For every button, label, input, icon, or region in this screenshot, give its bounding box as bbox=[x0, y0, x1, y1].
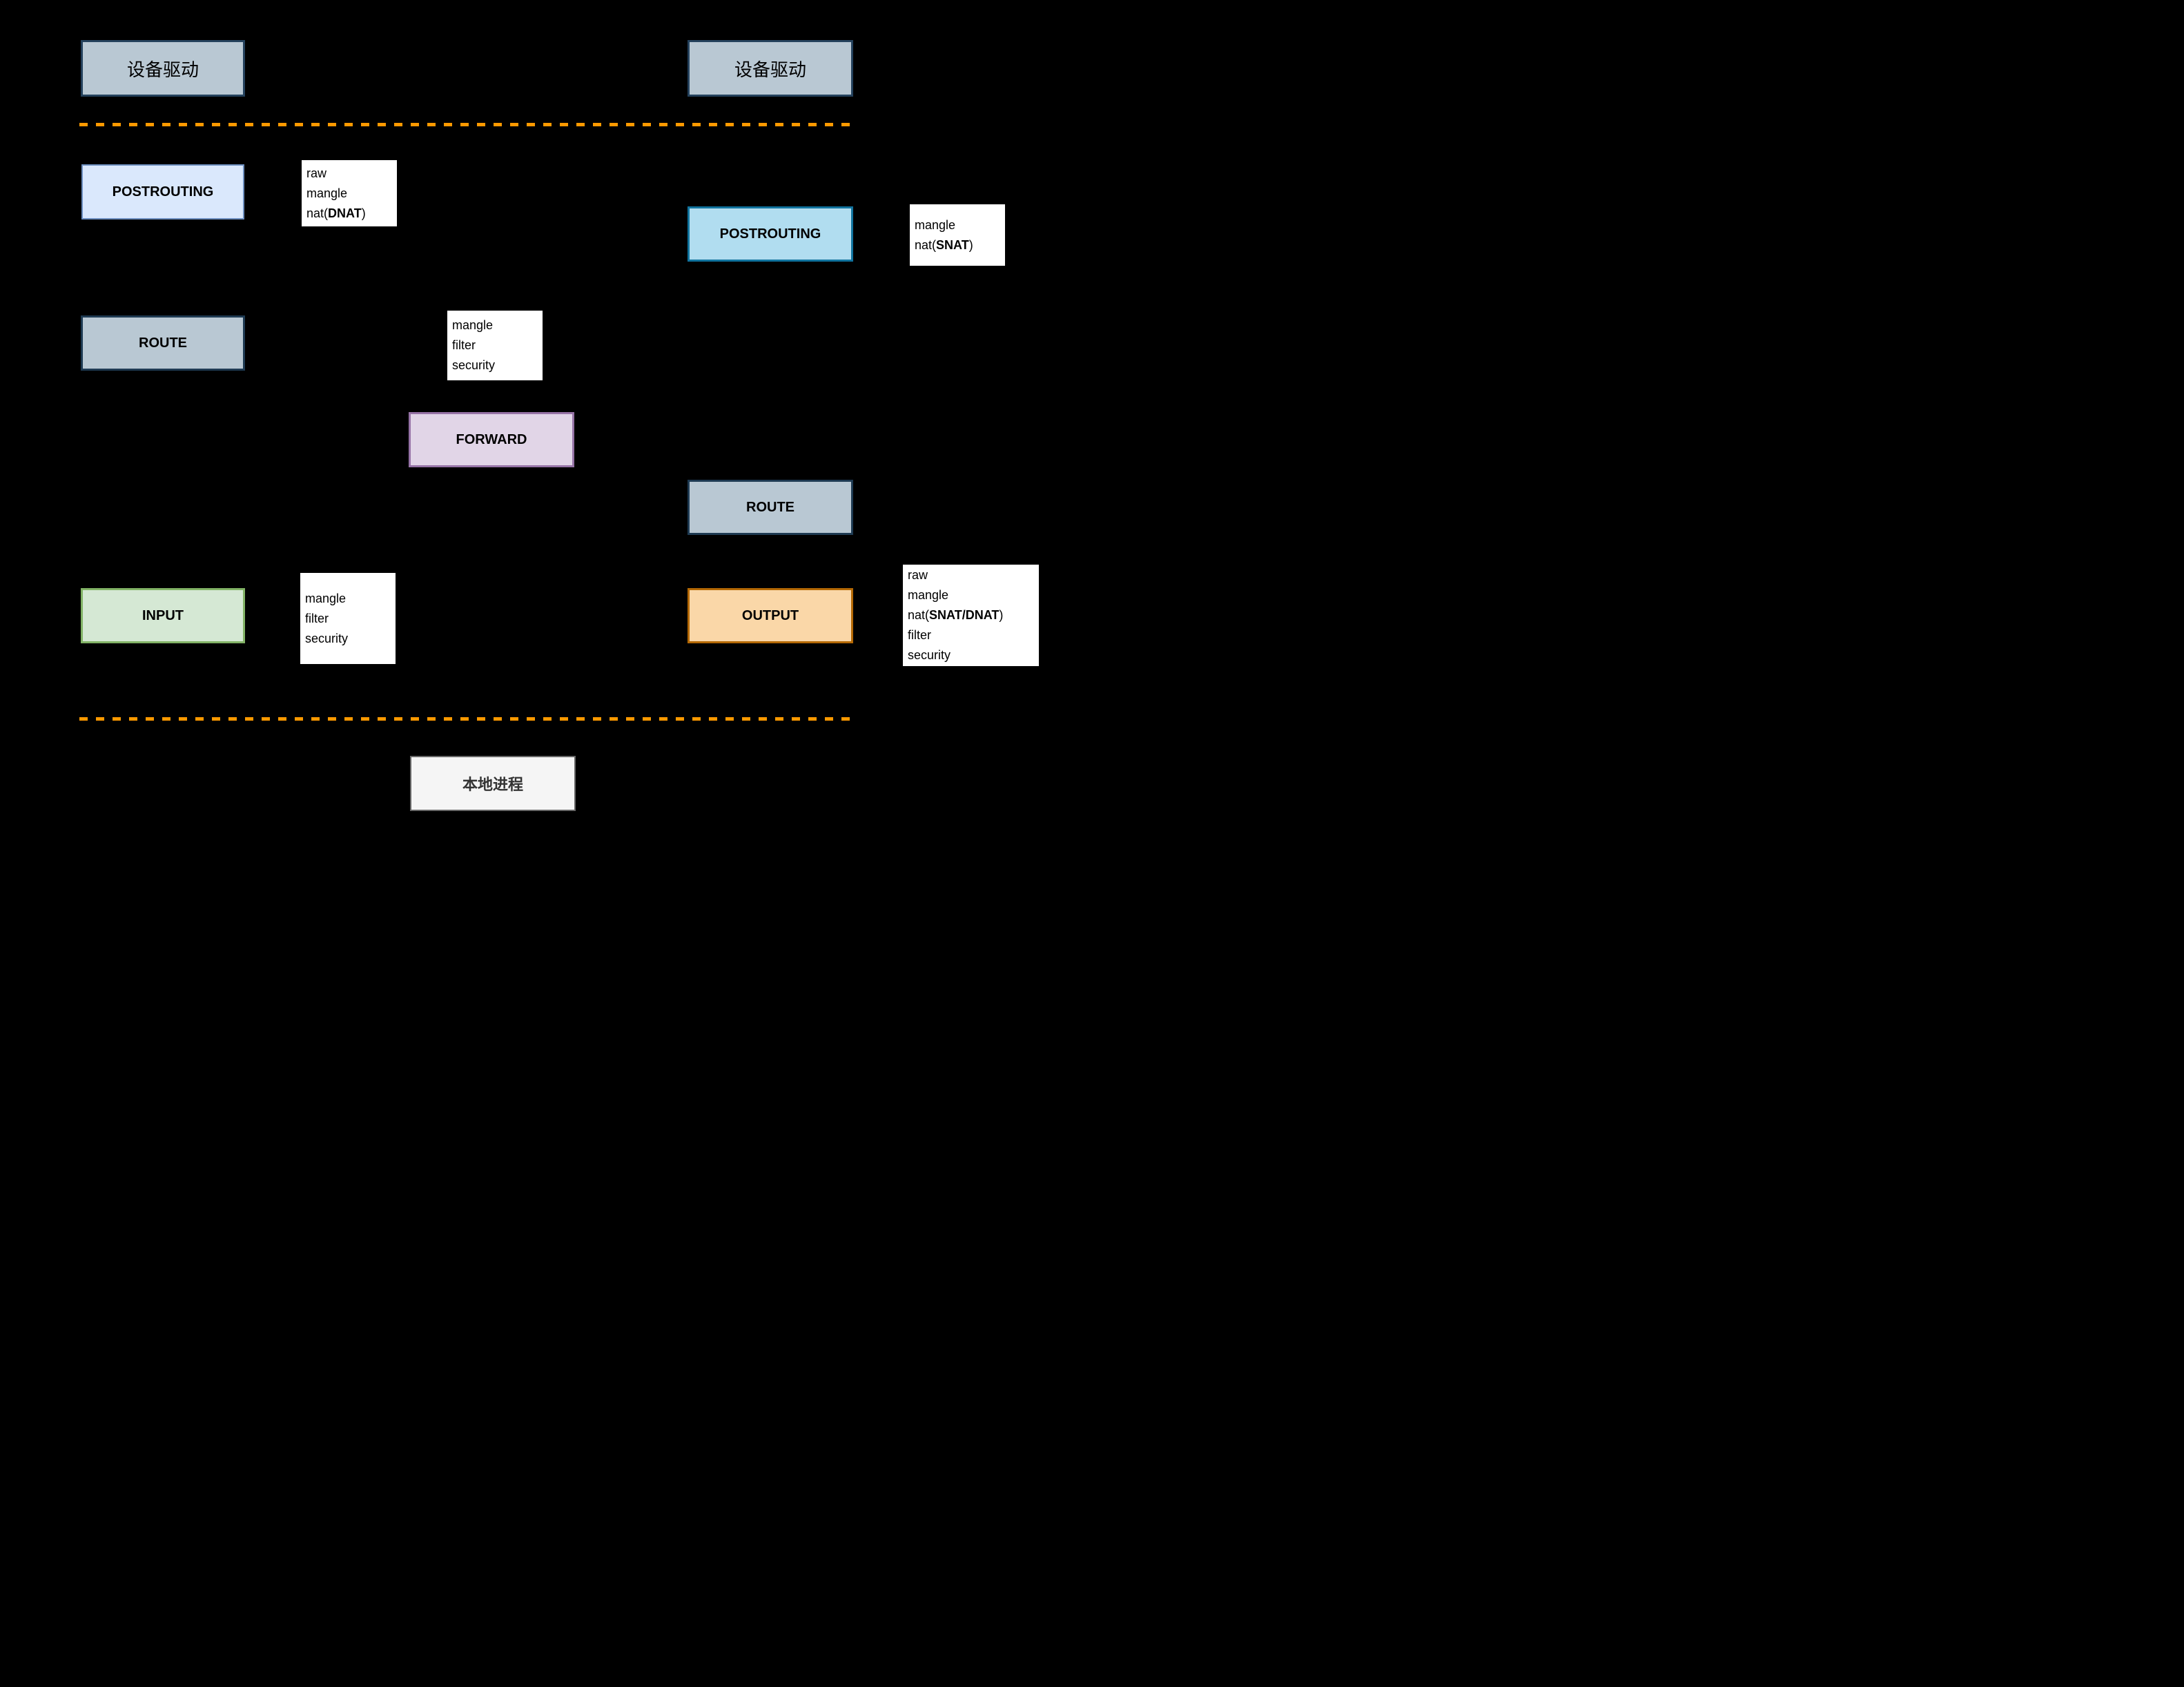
device-driver-right-label: 设备驱动 bbox=[734, 59, 806, 80]
input-chain-label: INPUT bbox=[142, 607, 184, 623]
device-driver-left-box: 设备驱动 bbox=[81, 40, 245, 97]
device-driver-right-box: 设备驱动 bbox=[688, 40, 853, 97]
route-right-label: ROUTE bbox=[746, 499, 794, 515]
postrouting-right-chain-label: POSTROUTING bbox=[719, 226, 821, 242]
output-chain-label: OUTPUT bbox=[741, 607, 799, 623]
postrouting-right-chain-box: POSTROUTING bbox=[688, 206, 853, 262]
local-process-label: 本地进程 bbox=[462, 776, 523, 793]
device-driver-left-label: 设备驱动 bbox=[126, 59, 199, 80]
kernel-boundary-dashed-line-top bbox=[79, 123, 850, 126]
route-left-label: ROUTE bbox=[139, 335, 187, 351]
local-process-box: 本地进程 bbox=[410, 756, 576, 811]
input-chain-box: INPUT bbox=[81, 588, 245, 643]
forward-chain-label: FORWARD bbox=[456, 431, 527, 447]
postrouting-left-chain-label: POSTROUTING bbox=[112, 184, 214, 199]
forward-chain-box: FORWARD bbox=[409, 412, 574, 467]
postrouting-left-chain-box: POSTROUTING bbox=[81, 164, 244, 220]
userspace-boundary-dashed-line-bottom bbox=[79, 717, 850, 721]
route-right-box: ROUTE bbox=[688, 480, 853, 535]
route-left-box: ROUTE bbox=[81, 315, 245, 371]
output-chain-box: OUTPUT bbox=[688, 588, 853, 643]
